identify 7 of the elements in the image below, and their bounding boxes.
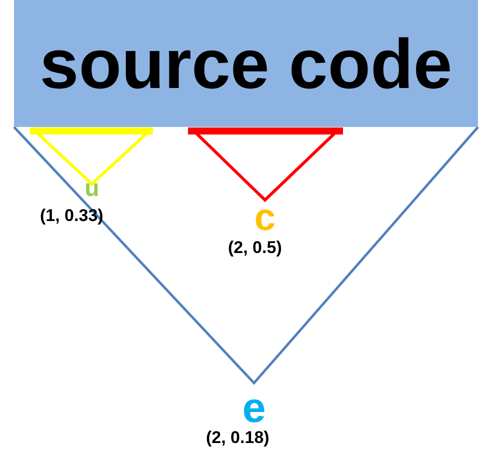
title-band: [14, 0, 478, 127]
variable-letter: c: [250, 198, 280, 238]
variable-letter: u: [80, 176, 104, 202]
coordinate-label: (2, 0.18): [206, 428, 270, 448]
heading-text: source code: [40, 24, 452, 104]
coordinate-label: (2, 0.5): [228, 238, 282, 258]
variable-letter: e: [236, 386, 272, 430]
